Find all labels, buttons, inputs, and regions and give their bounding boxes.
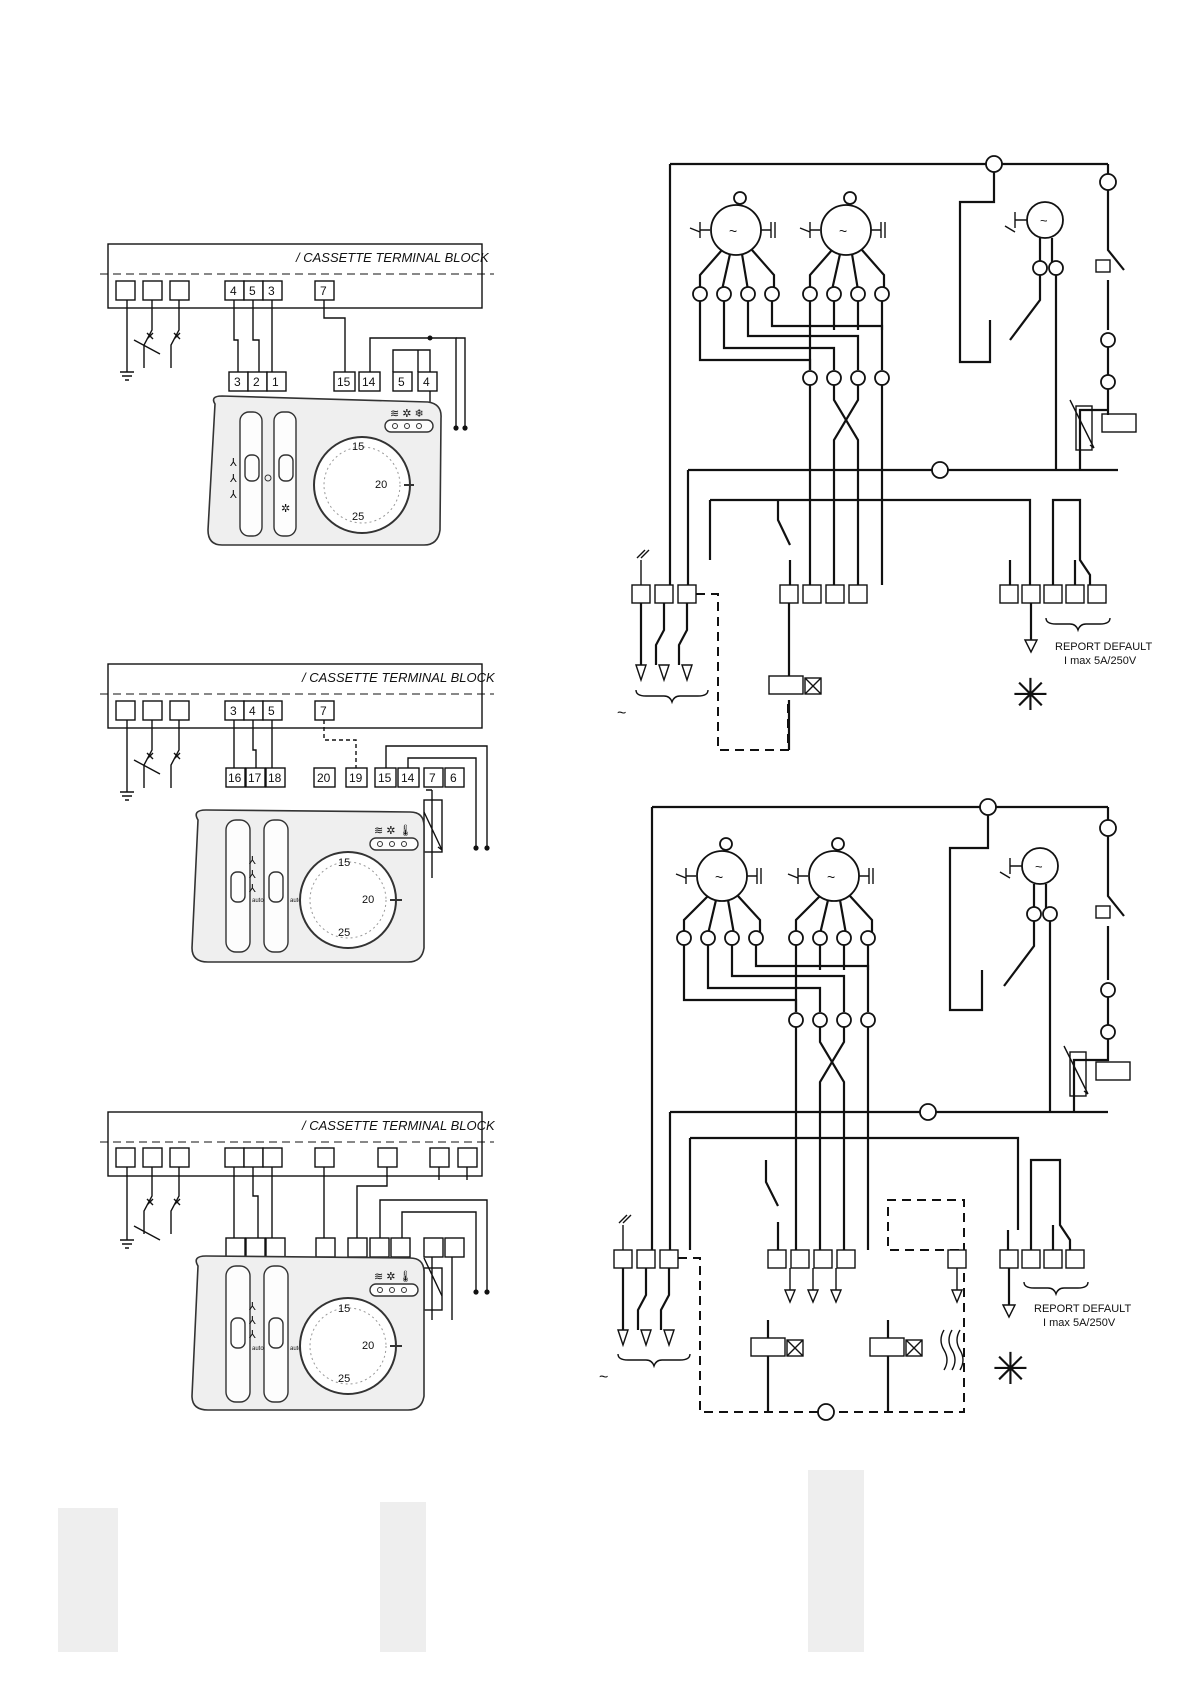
b2-bottom-terminal: 7 [429, 771, 436, 785]
fan-icon: ⅄ [248, 869, 256, 881]
b1-bottom-terminal: 5 [398, 375, 405, 389]
b1-top-terminal: 7 [320, 284, 327, 298]
block1-header: / CASSETTE TERMINAL BLOCK [295, 250, 490, 265]
b2-bottom-terminal: 20 [317, 771, 331, 785]
b1-bottom-terminal: 4 [423, 375, 430, 389]
motor-symbol: ~ [729, 223, 737, 239]
b1-bottom-terminal: 2 [253, 375, 260, 389]
b1-bottom-terminal: 15 [337, 375, 351, 389]
ac-symbol: ~ [599, 1369, 608, 1386]
sun-icon: ✲ [281, 503, 290, 515]
mode-icons: ≋ ✲ 🌡 [374, 1270, 413, 1283]
motor-symbol: ~ [827, 869, 835, 885]
dial-tick: 20 [375, 479, 387, 491]
mode-icons: ≋ ✲ 🌡 [374, 824, 413, 837]
dial-tick: 25 [352, 511, 364, 523]
auto-label: auto [252, 898, 264, 904]
block2-header: / CASSETTE TERMINAL BLOCK [301, 670, 496, 685]
b2-top-terminal: 7 [320, 704, 327, 718]
schematic-2: ~ ~ ~ [599, 799, 1131, 1420]
b1-bottom-terminal: 3 [234, 375, 241, 389]
pump-symbol: ~ [1040, 213, 1048, 228]
snowflake-icon: ✳ [1012, 671, 1049, 720]
motor-symbol: ~ [839, 223, 847, 239]
dial-tick: 25 [338, 927, 350, 939]
report-default-label: REPORT DEFAULT [1034, 1303, 1131, 1315]
snowflake-icon: ✳ [992, 1345, 1029, 1394]
pump-symbol: ~ [1035, 859, 1043, 874]
b1-top-terminal: 3 [268, 284, 275, 298]
footer-band [380, 1502, 426, 1652]
fan-icon: ⅄ [229, 457, 237, 469]
fan-icon: ⅄ [248, 1301, 256, 1313]
auto-label: auto [252, 1346, 264, 1352]
dial-tick: 20 [362, 1340, 374, 1352]
report-default-label: REPORT DEFAULT [1055, 641, 1152, 653]
b2-bottom-terminal: 6 [450, 771, 457, 785]
thermostat-unit-2: ⅄ ⅄ ⅄ auto auto ≋ ✲ 🌡 15 20 25 [192, 810, 424, 962]
thermostat-unit-1: ⅄ ⅄ ⅄ ✲ ≋ ✲ ❄ 15 20 25 [208, 396, 441, 545]
dial-tick: 15 [338, 1303, 350, 1315]
b1-top-terminal: 5 [249, 284, 256, 298]
fan-icon: ⅄ [229, 489, 237, 501]
dial-tick: 25 [338, 1373, 350, 1385]
dial-tick: 15 [352, 441, 364, 453]
current-rating-label: I max 5A/250V [1043, 1317, 1116, 1329]
b1-bottom-terminal: 14 [362, 375, 376, 389]
b2-top-terminal: 3 [230, 704, 237, 718]
b2-bottom-terminal: 17 [248, 771, 262, 785]
motor-symbol: ~ [715, 869, 723, 885]
b2-bottom-terminal: 15 [378, 771, 392, 785]
block3-header: / CASSETTE TERMINAL BLOCK [301, 1118, 496, 1133]
fan-icon: ⅄ [248, 1315, 256, 1327]
dial-tick: 20 [362, 894, 374, 906]
current-rating-label: I max 5A/250V [1064, 655, 1137, 667]
b2-bottom-terminal: 14 [401, 771, 415, 785]
thermostat-unit-3: ⅄ ⅄ ⅄ auto auto ≋ ✲ 🌡 15 20 25 [192, 1256, 424, 1410]
schematic-1: ~ ~ ~ [617, 156, 1152, 750]
fan-icon: ⅄ [229, 473, 237, 485]
b1-top-terminal: 4 [230, 284, 237, 298]
fan-icon: ⅄ [248, 855, 256, 867]
b1-bottom-terminal: 1 [272, 375, 279, 389]
b2-top-terminal: 4 [249, 704, 256, 718]
dial-tick: 15 [338, 857, 350, 869]
fan-icon: ⅄ [248, 883, 256, 895]
mode-icons: ≋ ✲ ❄ [390, 408, 424, 420]
footer-band [808, 1470, 864, 1652]
b2-bottom-terminal: 18 [268, 771, 282, 785]
footer-band [58, 1508, 118, 1652]
ac-symbol: ~ [617, 705, 626, 722]
fan-icon: ⅄ [248, 1329, 256, 1341]
b2-bottom-terminal: 16 [228, 771, 242, 785]
b2-top-terminal: 5 [268, 704, 275, 718]
b2-bottom-terminal: 19 [349, 771, 363, 785]
